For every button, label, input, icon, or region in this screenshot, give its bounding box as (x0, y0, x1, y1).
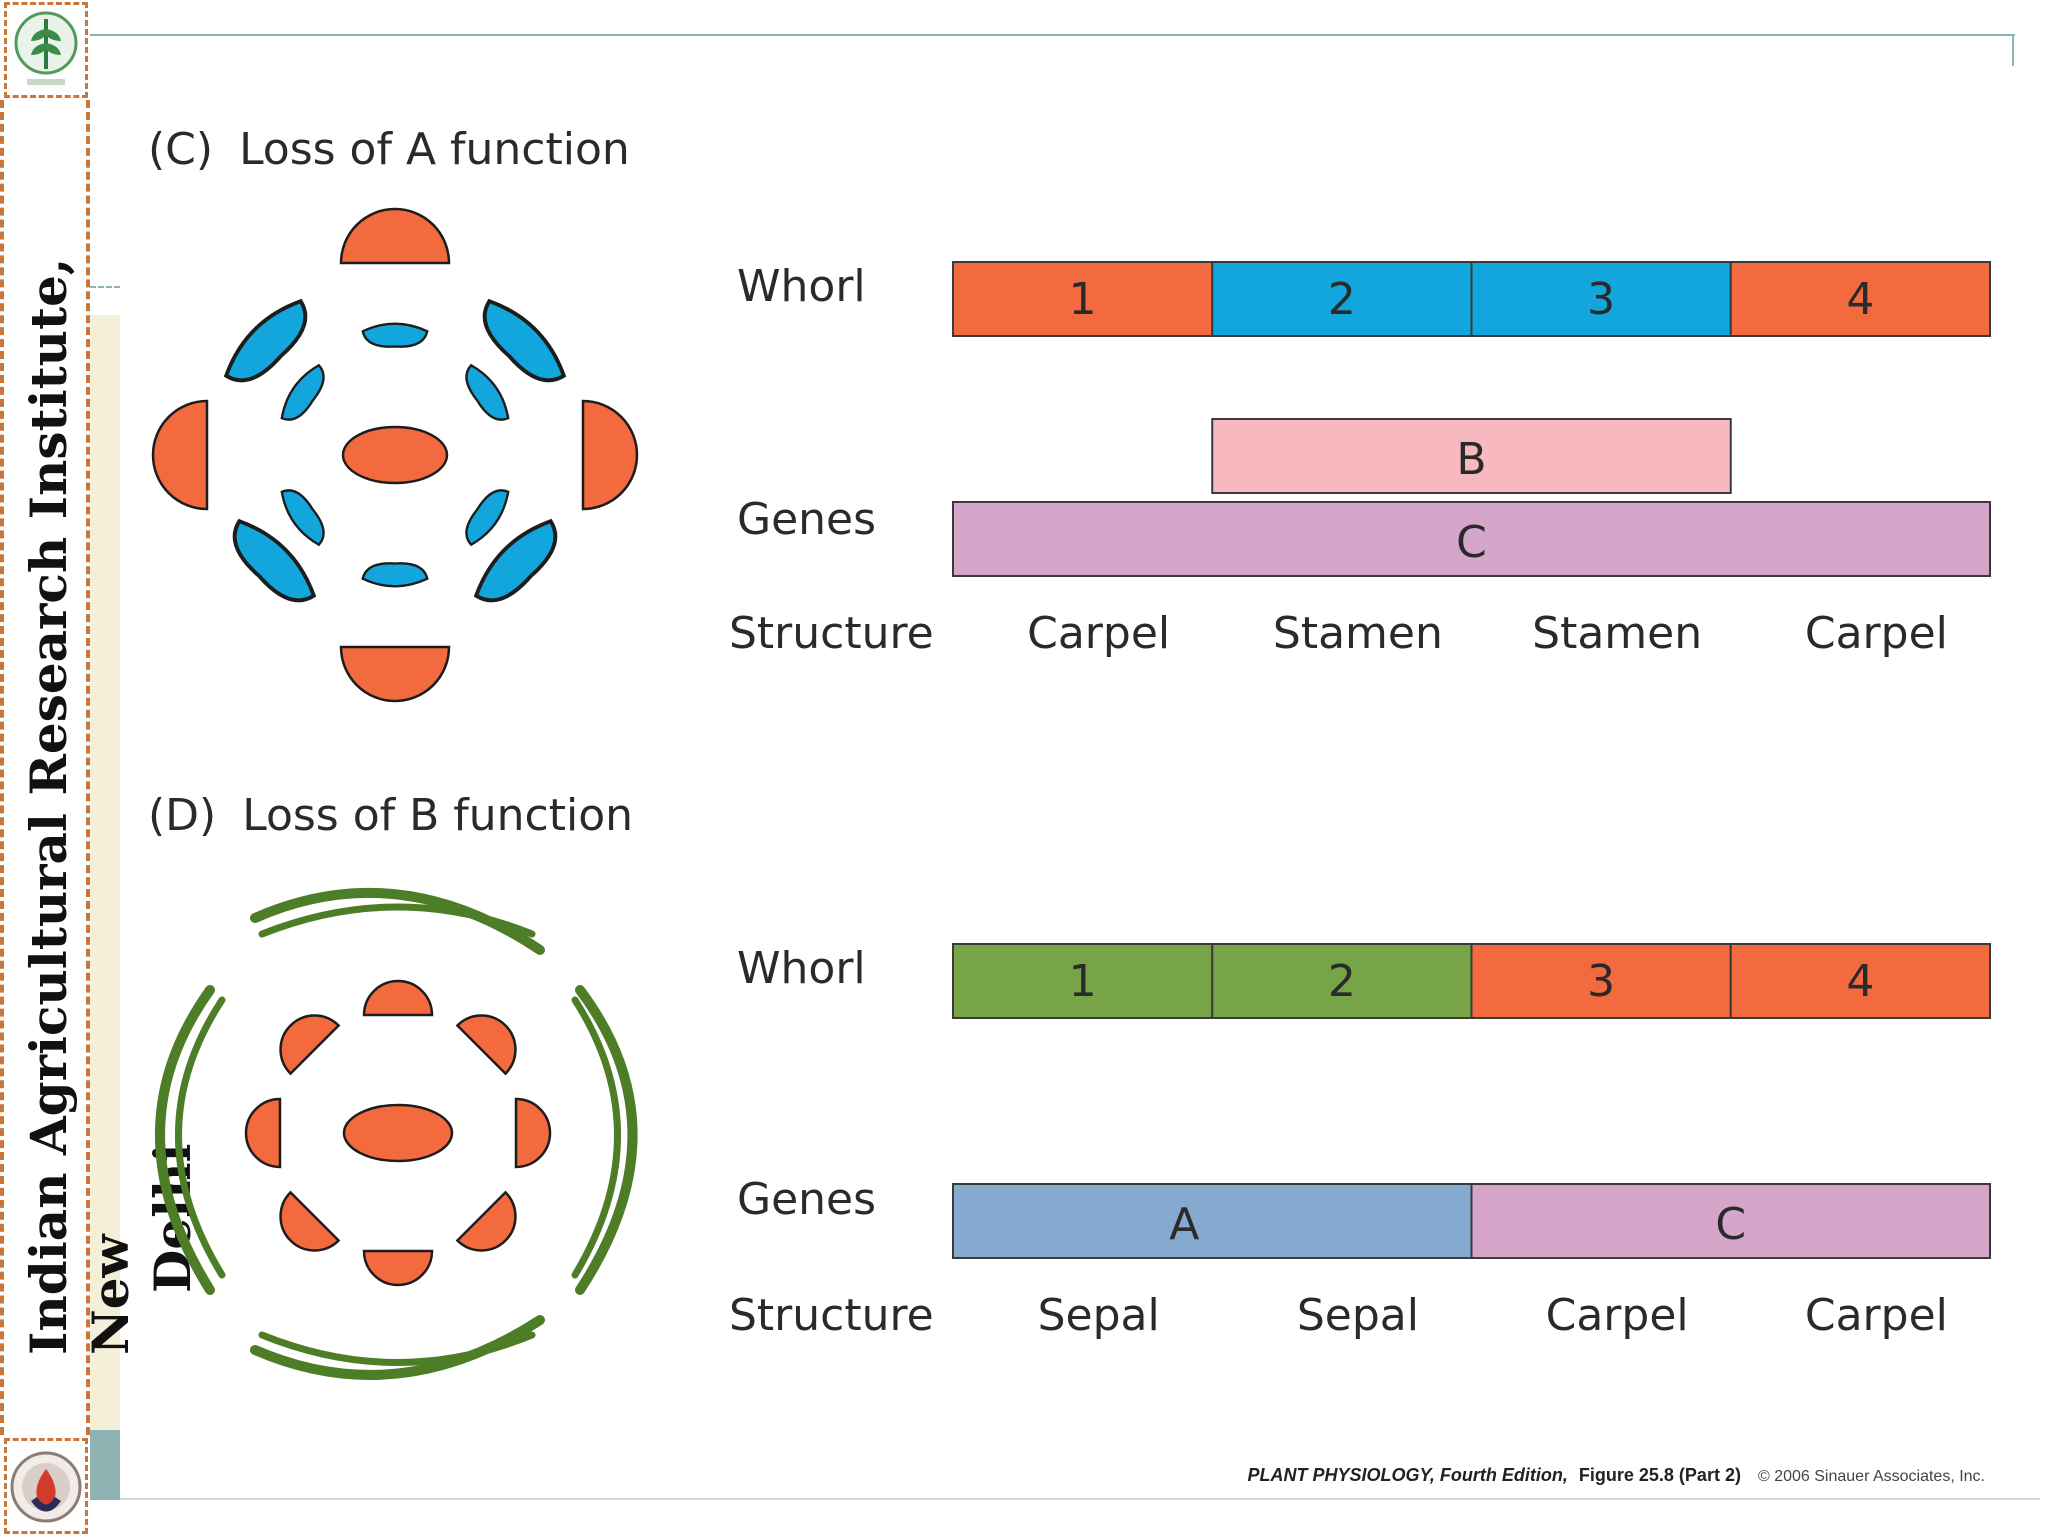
sepal-arc-3 (155, 985, 215, 1295)
whorl-cell-1 (952, 943, 1214, 1019)
structure-label-2: Sepal (1297, 1290, 1419, 1341)
panel-title-text: Loss of A function (239, 124, 630, 175)
whorl-cell-1 (952, 261, 1214, 337)
gene-label-c: C (1456, 517, 1487, 568)
gene-label-c: C (1715, 1199, 1746, 1250)
gene-bar-b (1211, 418, 1732, 494)
gene-label-b: B (1456, 434, 1486, 485)
inner-carpel-7 (244, 1097, 282, 1169)
inner-stamen-2 (361, 562, 429, 588)
whorl-cell-2 (1211, 943, 1473, 1019)
panel-title: (D) Loss of B function (148, 790, 633, 841)
inner-carpel-5 (362, 1249, 434, 1287)
structure-row-label: Structure (729, 1290, 934, 1341)
structure-label-3: Carpel (1546, 1290, 1689, 1341)
center-carpel (342, 1103, 454, 1163)
panel-title-text: Loss of B function (242, 790, 633, 841)
sepal-arc-8 (571, 996, 621, 1279)
inner-carpel-2 (455, 1014, 517, 1076)
structure-label-2: Stamen (1273, 608, 1443, 659)
panel-loss-of-b-function: (D) Loss of B functionWhorlGenesStructure… (148, 790, 1991, 1380)
credit-copyright: © 2006 Sinauer Associates, Inc. (1758, 1468, 1985, 1485)
top-divider-end (2012, 34, 2014, 66)
genes-row-label: Genes (737, 494, 876, 545)
sepal-arc-6 (258, 1331, 536, 1366)
whorl-number-2: 2 (1328, 956, 1356, 1007)
inner-carpel-8 (279, 1014, 341, 1076)
whorl-cell-4 (1729, 943, 1991, 1019)
structure-row-label: Structure (729, 608, 934, 659)
sepal-arc-1 (250, 887, 545, 955)
outer-organ-left (151, 399, 209, 511)
inner-stamen-1 (361, 322, 429, 348)
whorl-number-1: 1 (1069, 274, 1097, 325)
structure-label-3: Stamen (1532, 608, 1702, 659)
whorl-number-3: 3 (1587, 956, 1615, 1007)
panel-label: (C) (148, 124, 213, 175)
iari-logo-icon (4, 1438, 88, 1534)
inner-carpel-4 (455, 1190, 517, 1252)
whorl-cell-3 (1470, 943, 1732, 1019)
structure-label-4: Carpel (1805, 1290, 1948, 1341)
credit-figure: Figure 25.8 (Part 2) (1579, 1465, 1741, 1485)
sepal-arc-5 (258, 903, 536, 938)
top-divider (90, 34, 2015, 36)
whorl-number-4: 4 (1846, 274, 1874, 325)
whorl-number-3: 3 (1587, 274, 1615, 325)
whorl-row-label: Whorl (737, 261, 866, 312)
inner-stamen-3 (280, 363, 325, 421)
outer-stamen-2 (482, 298, 567, 383)
inner-carpel-3 (514, 1097, 552, 1169)
genes-row-label: Genes (737, 1174, 876, 1225)
center-carpel (341, 425, 449, 485)
whorl-cell-3 (1470, 261, 1732, 337)
whorl-number-1: 1 (1069, 956, 1097, 1007)
credit-book: PLANT PHYSIOLOGY, Fourth Edition, (1248, 1465, 1568, 1485)
gene-bar-c (1470, 1183, 1991, 1259)
whorl-number-2: 2 (1328, 274, 1356, 325)
gene-bar-a (952, 1183, 1473, 1259)
structure-label-4: Carpel (1805, 608, 1948, 659)
divider-tick (90, 286, 120, 288)
inner-stamen-4 (465, 363, 510, 421)
outer-organ-bottom (339, 645, 451, 703)
icar-logo-icon (4, 2, 88, 98)
sepal-arc-2 (250, 1315, 545, 1380)
panel-label: (D) (148, 790, 216, 841)
whorl-cell-2 (1211, 261, 1473, 337)
inner-carpel-1 (362, 979, 434, 1017)
panel-title: (C) Loss of A function (148, 124, 630, 175)
outer-stamen-4 (473, 518, 558, 603)
bottom-divider (120, 1498, 2040, 1500)
outer-organ-top (339, 207, 451, 265)
outer-organ-right (581, 399, 639, 511)
structure-label-1: Carpel (1027, 608, 1170, 659)
structure-label-1: Sepal (1038, 1290, 1160, 1341)
sepal-arc-7 (175, 996, 226, 1279)
sidebar-accent-beige (90, 315, 120, 1430)
gene-bar-c (952, 501, 1991, 577)
whorl-cell-4 (1729, 261, 1991, 337)
outer-stamen-3 (232, 518, 317, 603)
sepal-arc-4 (575, 985, 638, 1295)
inner-stamen-5 (280, 489, 325, 547)
inner-carpel-6 (279, 1190, 341, 1252)
whorl-number-4: 4 (1846, 956, 1874, 1007)
sidebar: Indian Agricultural Research Institute, … (0, 0, 202, 1536)
panel-loss-of-a-function: (C) Loss of A functionWhorlGenesStructure… (148, 124, 1991, 703)
sidebar-strip (0, 100, 90, 1435)
gene-label-a: A (1169, 1199, 1199, 1250)
sidebar-accent-teal (90, 1430, 120, 1500)
whorl-row-label: Whorl (737, 943, 866, 994)
inner-stamen-6 (465, 489, 510, 547)
outer-stamen-1 (223, 298, 308, 383)
svg-text:PLANT PHYSIOLOGY, Fourth Editi: PLANT PHYSIOLOGY, Fourth Edition, Figure… (1248, 1465, 1985, 1485)
figure-credit: PLANT PHYSIOLOGY, Fourth Edition, Figure… (1248, 1465, 1985, 1485)
